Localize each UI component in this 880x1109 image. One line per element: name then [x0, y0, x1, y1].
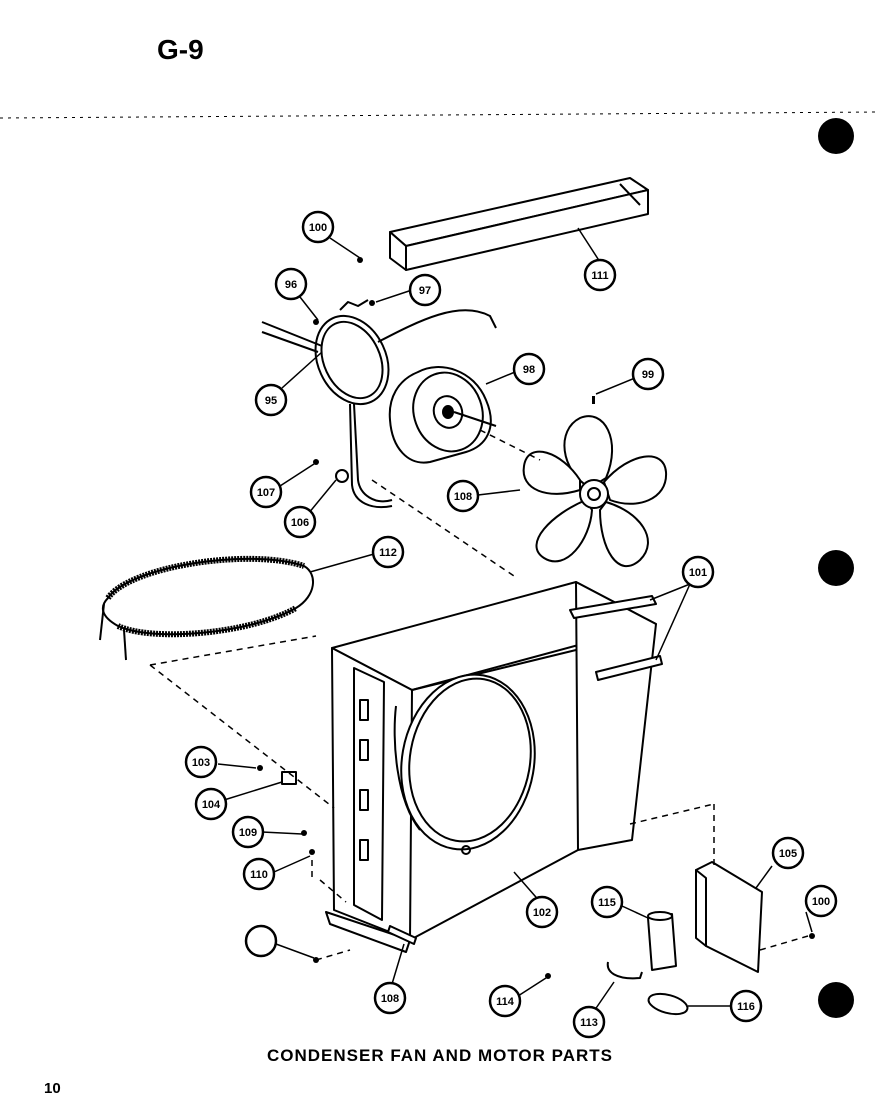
capacitor-clamp	[606, 961, 643, 980]
capacitor-bracket	[695, 861, 763, 973]
callout-label: 107	[257, 487, 275, 499]
callout-label: 106	[291, 517, 309, 529]
callout-label: 99	[642, 369, 654, 381]
hardware-screws	[257, 257, 815, 979]
top-bracket-channel	[389, 177, 649, 271]
binder-hole-middle	[818, 550, 854, 586]
motor-mount-bracket	[261, 299, 497, 508]
callout-label: 111	[591, 270, 608, 282]
callout-label: 110	[250, 869, 268, 881]
callout-leaders	[217, 227, 813, 1015]
callout-label: 114	[496, 996, 515, 1008]
callout-label: 100	[309, 222, 327, 234]
callout-label: 97	[419, 285, 431, 297]
callout-label: 116	[737, 1001, 755, 1013]
insulation-band	[99, 555, 314, 661]
fan-blade	[522, 415, 668, 568]
capacitor	[647, 911, 677, 971]
page-number: 10	[44, 1080, 61, 1097]
callout-label: 113	[580, 1017, 598, 1029]
callout-label: 104	[202, 799, 221, 811]
callout-label: 112	[379, 547, 397, 559]
binder-hole-top	[818, 118, 854, 154]
fan-motor	[388, 366, 497, 464]
callout-label: 95	[265, 395, 277, 407]
callout-label: 98	[523, 364, 535, 376]
seal-strips	[569, 595, 663, 681]
diagram-caption: CONDENSER FAN AND MOTOR PARTS	[266, 1046, 614, 1065]
washer	[335, 469, 349, 483]
callout-label: 109	[239, 827, 257, 839]
assembly-guide-lines	[149, 429, 809, 961]
callout-label: 96	[285, 279, 297, 291]
callout-label: 115	[598, 897, 616, 909]
callout-label: 103	[192, 757, 210, 769]
callout-label: 108	[454, 491, 472, 503]
callout-label: 101	[689, 567, 707, 579]
callout-label: 100	[812, 896, 830, 908]
section-label: G-9	[157, 34, 204, 65]
callout-label: 108	[381, 993, 399, 1005]
terminal-cover	[647, 992, 689, 1016]
callout-label: 102	[533, 907, 551, 919]
seal-strip-lower	[387, 925, 417, 945]
callout-label: 105	[779, 848, 797, 860]
callout-circles	[184, 210, 838, 1039]
binder-hole-bottom	[818, 982, 854, 1018]
